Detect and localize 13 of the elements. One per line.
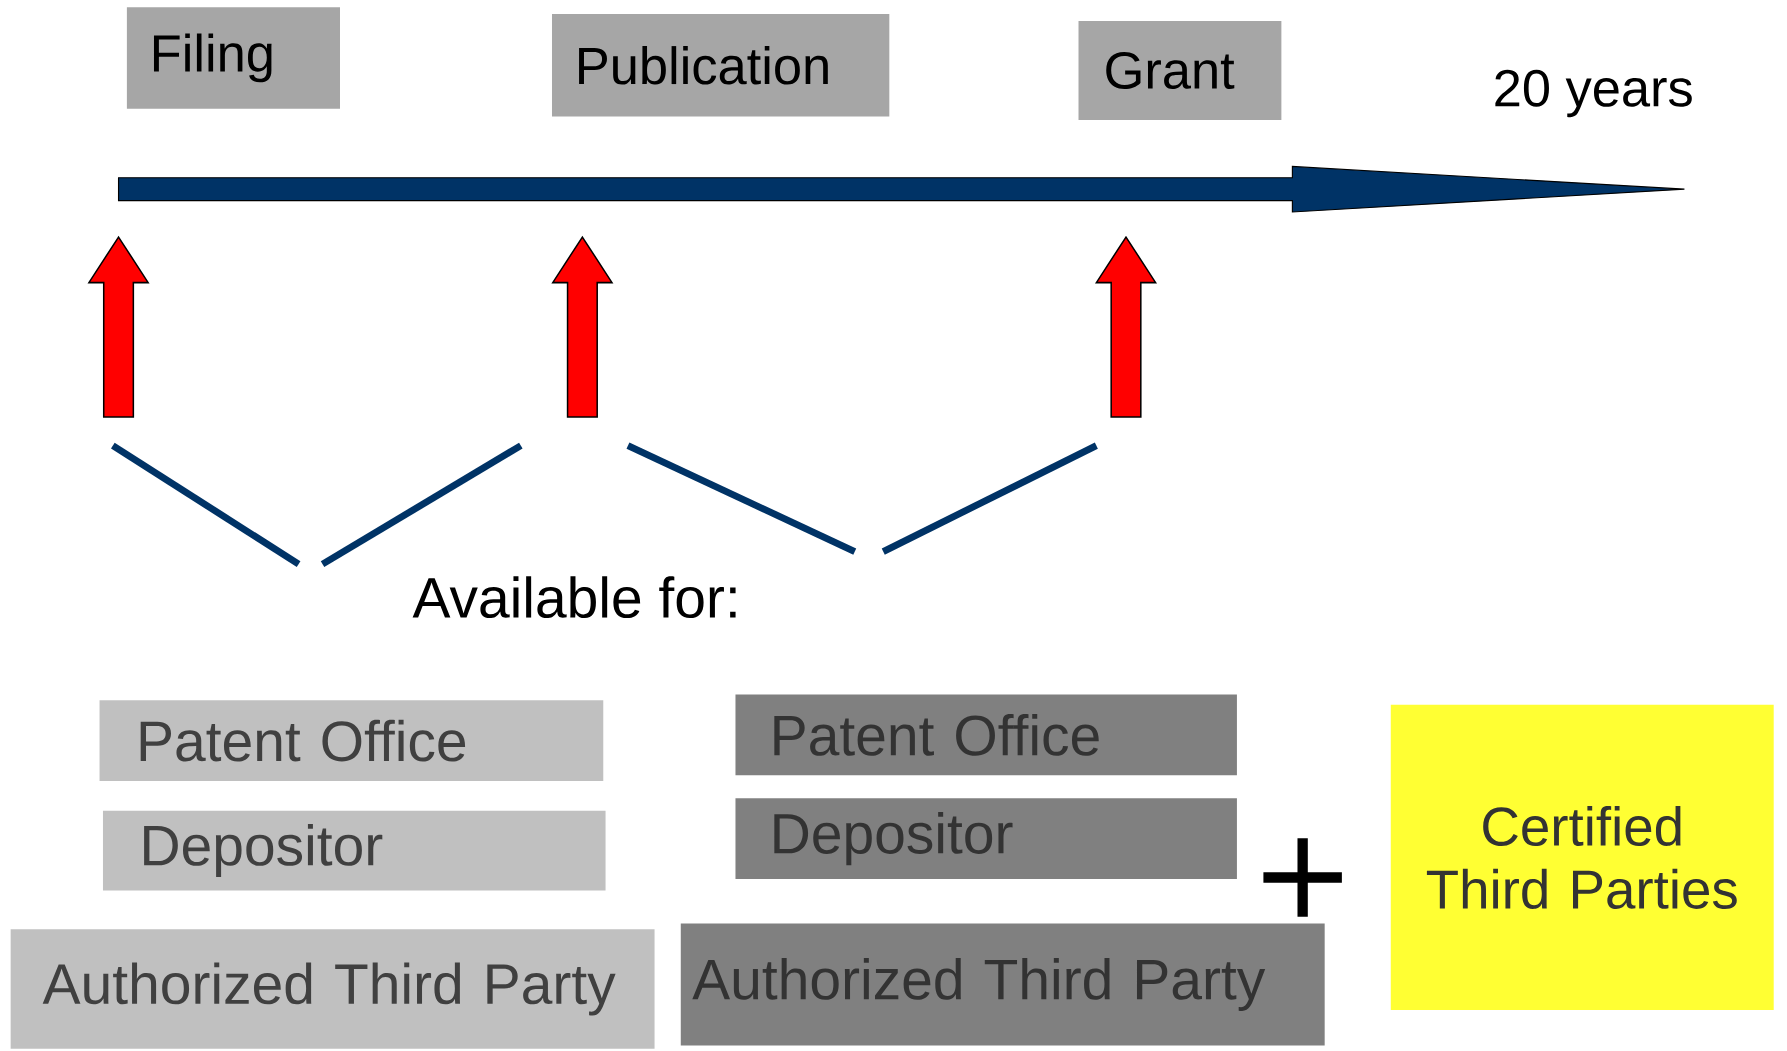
caption-text: Available for: <box>412 576 736 619</box>
label-box: Publication <box>552 14 890 117</box>
label-box: Authorized Third Party <box>10 929 655 1049</box>
label-box: Depositor <box>102 810 606 891</box>
highlight-box: Certified Third Parties <box>1390 704 1774 1011</box>
label-box: Depositor <box>735 798 1237 880</box>
label-box: Patent Office <box>99 700 604 782</box>
title-text: 20 years <box>1495 69 1692 118</box>
label-box: Authorized Third Party <box>680 923 1325 1046</box>
plus-sign: + <box>1263 838 1342 917</box>
label-box: Grant <box>1078 21 1282 121</box>
label-box: Filing <box>126 7 340 109</box>
label-box: Patent Office <box>735 694 1237 776</box>
